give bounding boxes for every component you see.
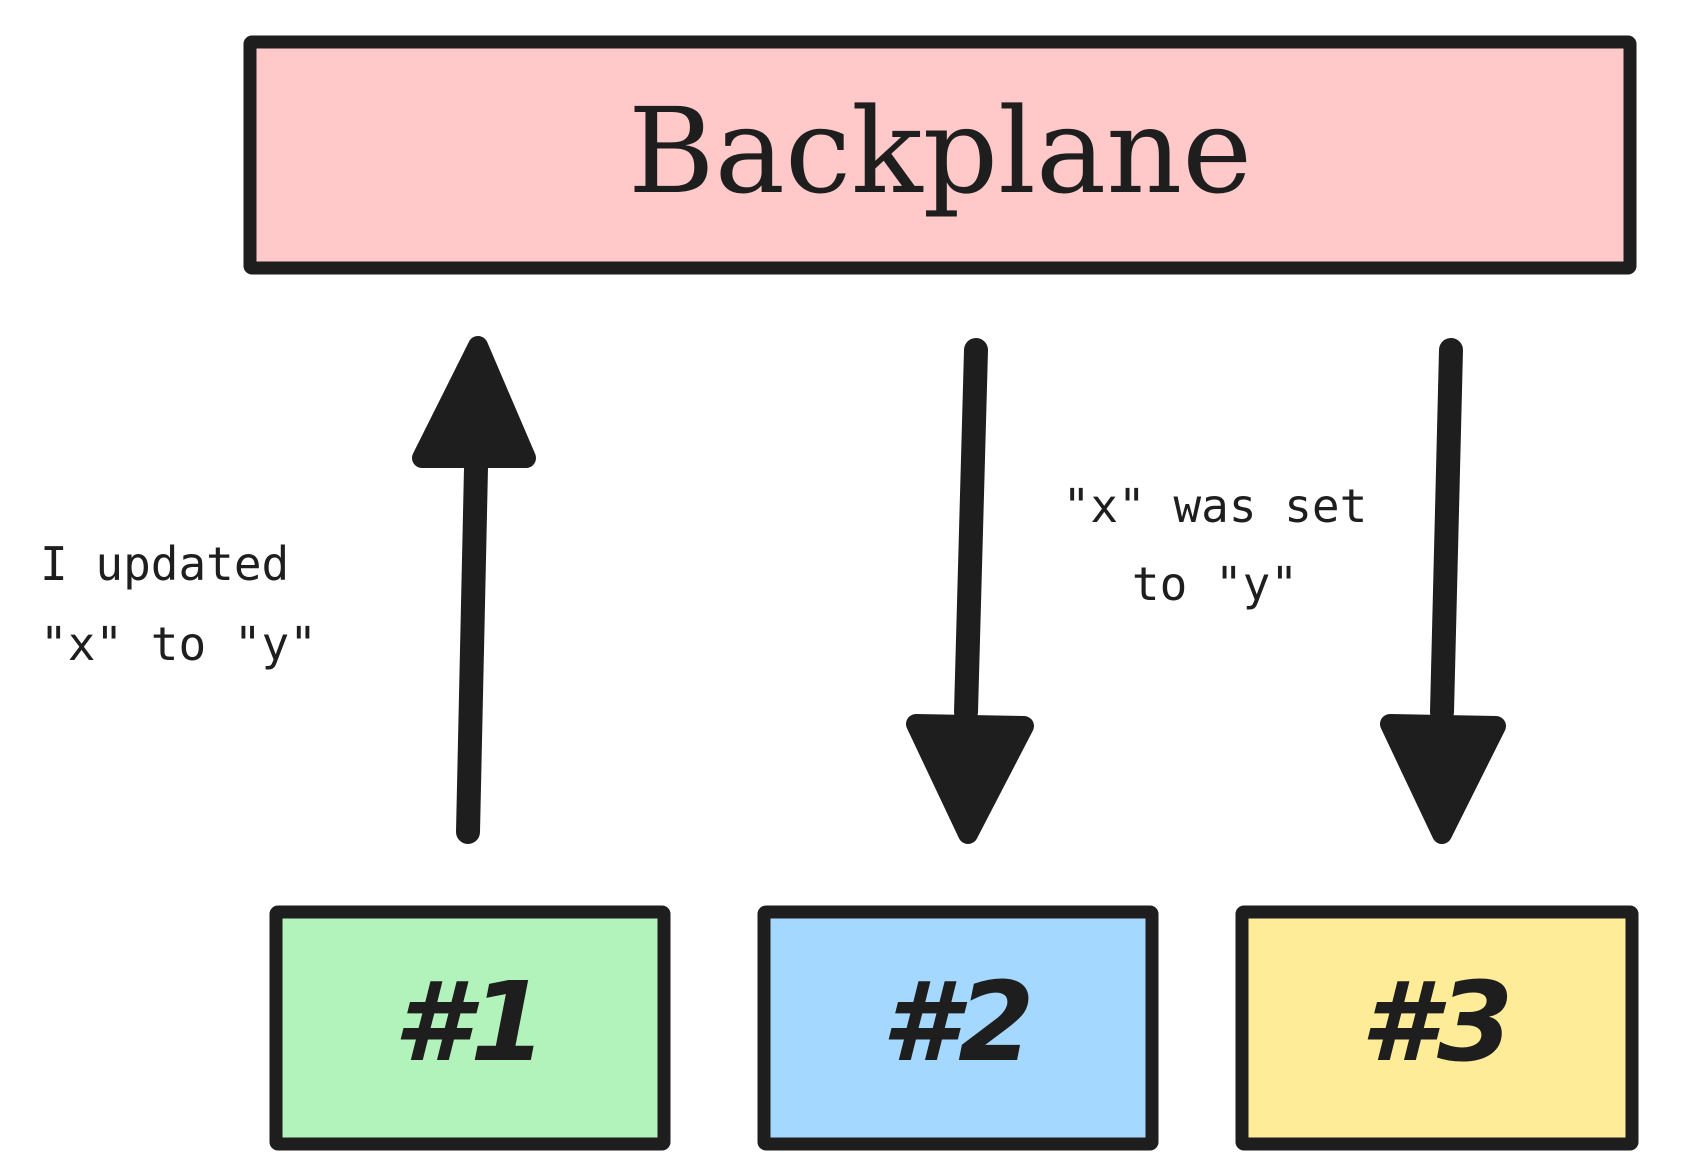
node-2-label: #2 bbox=[881, 958, 1034, 1086]
node-3-box: #3 bbox=[1235, 905, 1639, 1151]
node-1-label: #1 bbox=[393, 958, 546, 1086]
note-right: "x" was set to "y" bbox=[1063, 479, 1368, 611]
node-2-box: #2 bbox=[757, 905, 1159, 1151]
node-1-rect bbox=[269, 905, 671, 1151]
arrow-down-shaft bbox=[954, 338, 988, 724]
node-3-rect bbox=[1235, 905, 1639, 1151]
arrow-up-shaft bbox=[456, 456, 488, 844]
arrow-down-shaft bbox=[1430, 338, 1463, 724]
backplane-label: Backplane bbox=[628, 82, 1252, 220]
arrow-up-head bbox=[412, 336, 536, 468]
note-right-line-1: "x" was set bbox=[1063, 479, 1368, 533]
arrow-up-node-1 bbox=[412, 336, 536, 844]
backplane-box: Backplane bbox=[243, 35, 1637, 275]
arrow-down-head bbox=[906, 714, 1034, 844]
node-2-rect bbox=[757, 905, 1159, 1151]
note-left: I updated "x" to "y" bbox=[40, 537, 317, 671]
node-1-box: #1 bbox=[269, 905, 671, 1151]
note-right-line-2: to "y" bbox=[1132, 557, 1298, 611]
note-left-line-2: "x" to "y" bbox=[40, 617, 317, 671]
arrow-down-node-2 bbox=[906, 338, 1034, 844]
arrow-down-node-3 bbox=[1380, 338, 1506, 844]
backplane-rect bbox=[243, 35, 1637, 275]
arrow-down-head bbox=[1380, 714, 1506, 844]
note-left-line-1: I updated bbox=[40, 537, 289, 591]
node-3-label: #3 bbox=[1360, 958, 1513, 1086]
